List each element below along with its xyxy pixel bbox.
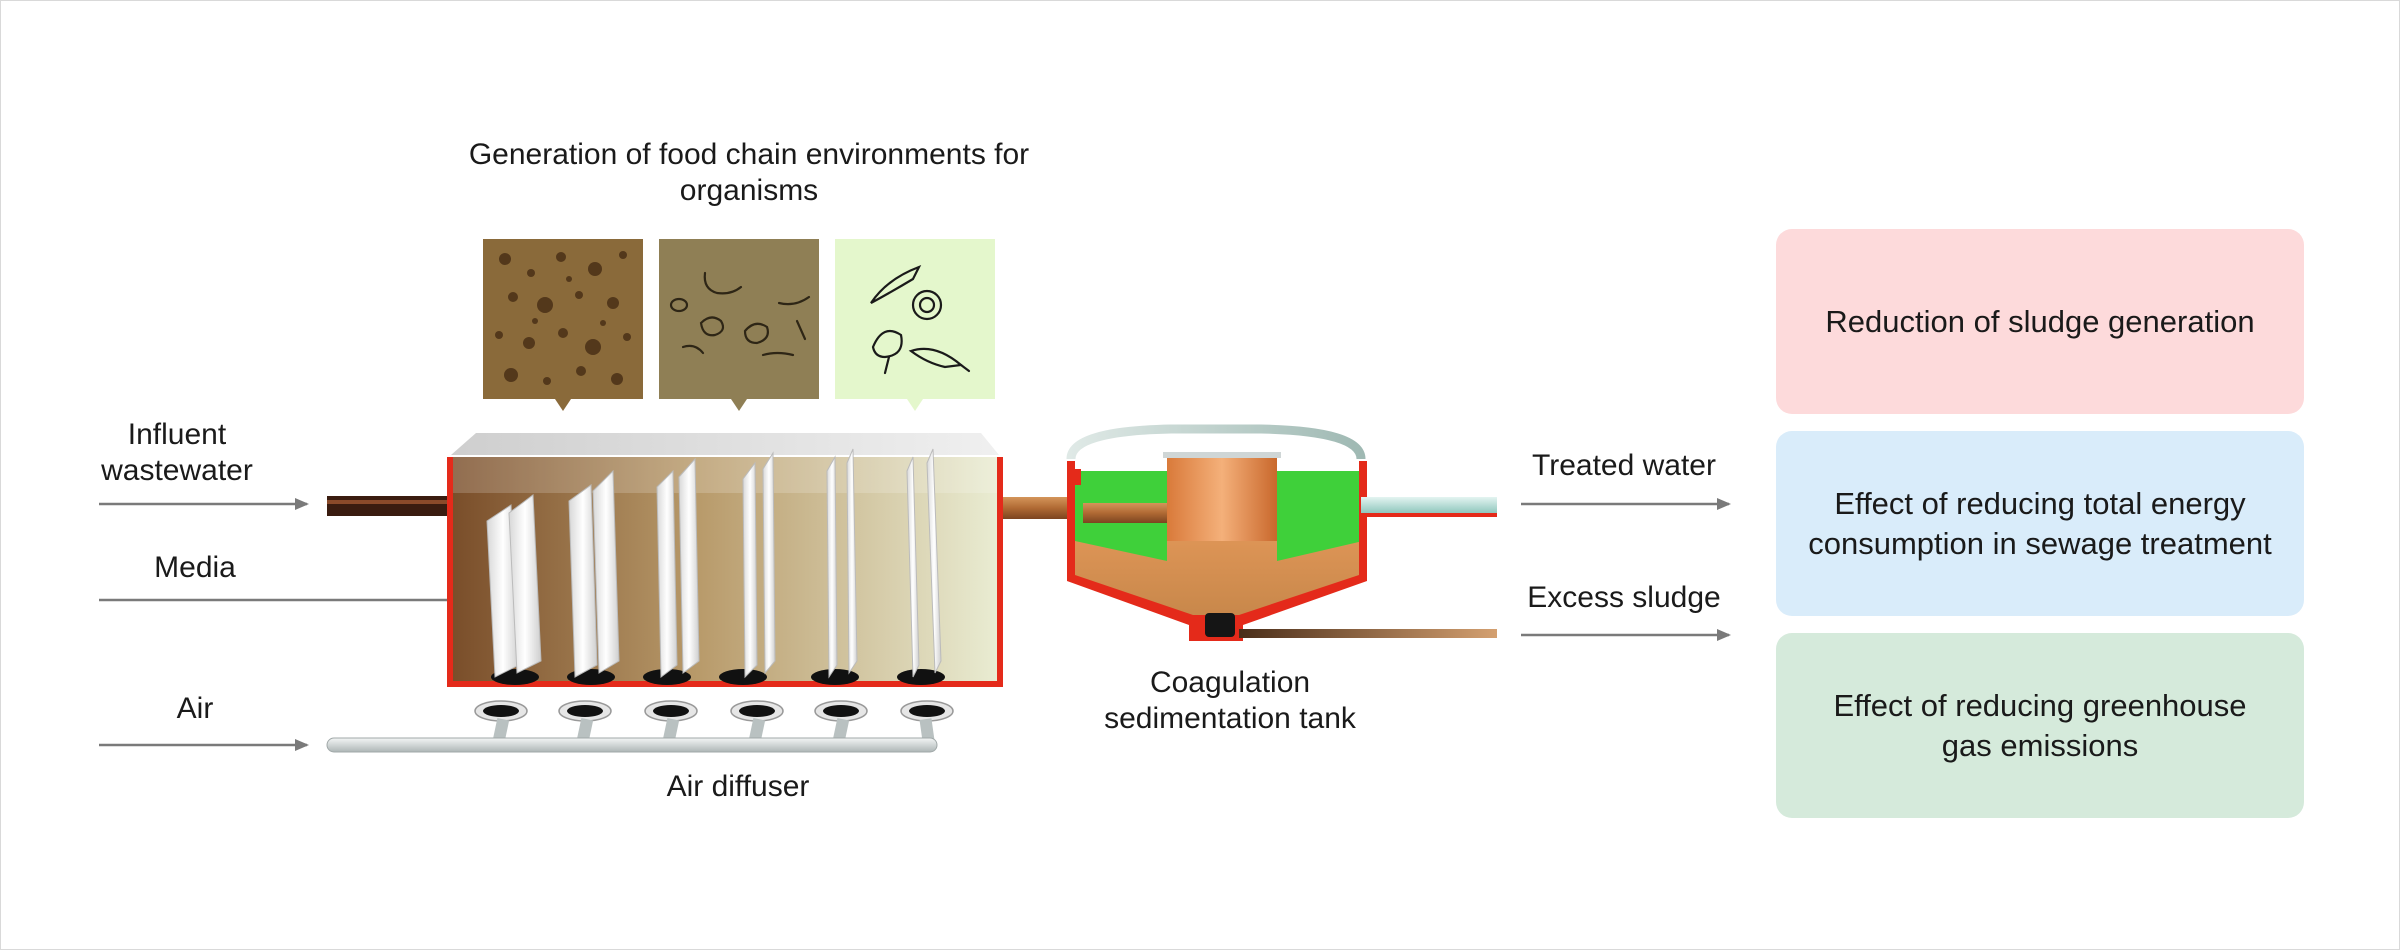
air-supply-pipe — [326, 737, 938, 753]
effect-label: Reduction of sludge generation — [1825, 303, 2255, 339]
excess-sludge-pipe — [1239, 629, 1497, 638]
treated-water-pipe — [1361, 497, 1497, 513]
sedimentation-tank-shape — [1066, 424, 1367, 641]
effect-label: Effect of reducing greenhouse gas emissi… — [1833, 687, 2247, 763]
protozoa-micrograph-icon — [659, 239, 819, 399]
treated-water-label: Treated water — [1532, 449, 1716, 482]
effect-box-sludge-reduction: Reduction of sludge generation — [1776, 229, 2304, 414]
media-sheets — [486, 448, 942, 679]
effect-box-ghg-reduction: Effect of reducing greenhouse gas emissi… — [1776, 633, 2304, 818]
bacteria-panel — [483, 239, 643, 411]
excess-sludge-label: Excess sludge — [1527, 581, 1721, 614]
protozoa-panel — [659, 239, 819, 411]
air-diffuser-label: Air diffuser — [666, 770, 810, 803]
influent-wastewater-label: Influent wastewater — [101, 418, 253, 487]
diffuser-nozzles — [474, 669, 954, 743]
air-label: Air — [176, 692, 214, 725]
media-label: Media — [154, 551, 236, 584]
effect-box-energy-reduction: Effect of reducing total energy consumpt… — [1776, 431, 2304, 616]
sedimentation-tank-label: Coagulation sedimentation tank — [1104, 666, 1356, 735]
metazoa-panel — [835, 239, 995, 411]
metazoa-drawing-icon — [835, 239, 995, 399]
page-title: Generation of food chain environments fo… — [468, 138, 1030, 207]
bioreactor-tank — [447, 433, 1003, 687]
effect-label: Effect of reducing total energy consumpt… — [1808, 485, 2272, 561]
influent-pipe — [327, 496, 451, 516]
bacteria-micrograph-icon — [483, 239, 643, 399]
